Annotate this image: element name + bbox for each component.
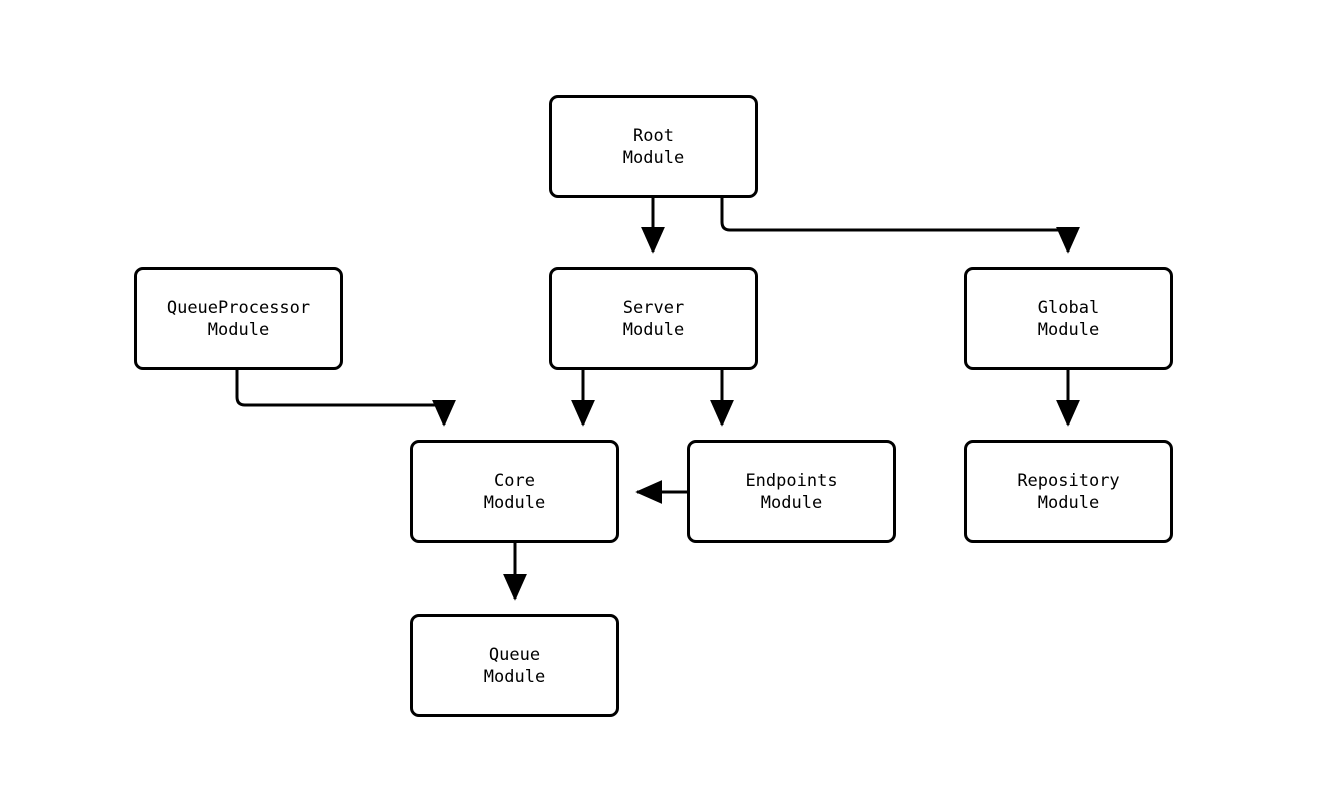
node-queue-module[interactable]: Queue Module bbox=[410, 614, 619, 717]
node-queueprocessor-module-subtitle: Module bbox=[207, 319, 270, 340]
node-server-module[interactable]: Server Module bbox=[549, 267, 758, 370]
node-queueprocessor-module-title: QueueProcessor bbox=[166, 297, 311, 318]
edge-root-to-global bbox=[720, 198, 1080, 254]
node-core-module-title: Core bbox=[494, 470, 535, 491]
node-queueprocessor-module[interactable]: QueueProcessor Module bbox=[134, 267, 343, 370]
node-root-module-title: Root bbox=[633, 125, 674, 146]
node-endpoints-module-subtitle: Module bbox=[760, 492, 823, 513]
node-global-module-subtitle: Module bbox=[1037, 319, 1100, 340]
node-core-module-subtitle: Module bbox=[483, 492, 546, 513]
node-core-module[interactable]: Core Module bbox=[410, 440, 619, 543]
node-global-module-title: Global bbox=[1037, 297, 1100, 318]
node-repository-module-subtitle: Module bbox=[1037, 492, 1100, 513]
node-queue-module-subtitle: Module bbox=[483, 666, 546, 687]
node-endpoints-module[interactable]: Endpoints Module bbox=[687, 440, 896, 543]
node-root-module-subtitle: Module bbox=[622, 147, 685, 168]
node-queue-module-title: Queue bbox=[488, 644, 541, 665]
node-server-module-title: Server bbox=[622, 297, 685, 318]
edge-queueprocessor-to-core bbox=[235, 370, 456, 427]
node-repository-module[interactable]: Repository Module bbox=[964, 440, 1173, 543]
node-repository-module-title: Repository bbox=[1017, 470, 1120, 491]
node-endpoints-module-title: Endpoints bbox=[745, 470, 838, 491]
node-root-module[interactable]: Root Module bbox=[549, 95, 758, 198]
node-global-module[interactable]: Global Module bbox=[964, 267, 1173, 370]
node-server-module-subtitle: Module bbox=[622, 319, 685, 340]
